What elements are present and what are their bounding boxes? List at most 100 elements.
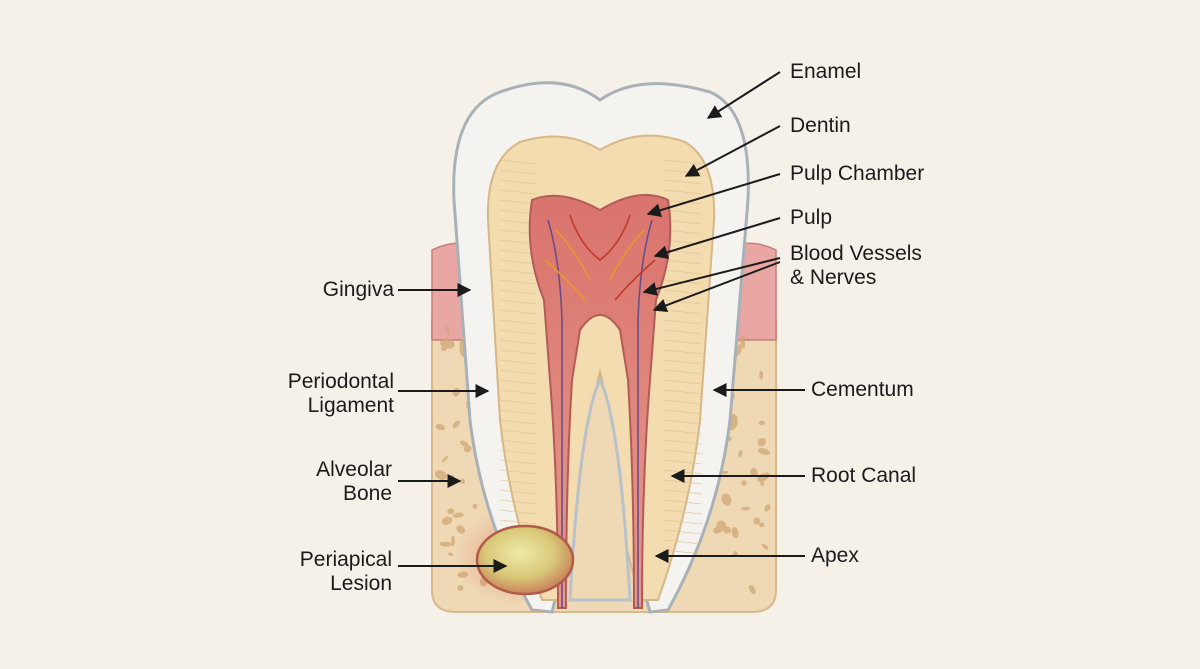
- bone-pore: [440, 345, 447, 352]
- periapical-lesion: [475, 524, 575, 596]
- dentin-tubule: [499, 419, 537, 425]
- dentin-tubule: [499, 369, 537, 375]
- label-blood-vessels-nerves: Blood Vessels & Nerves: [790, 242, 922, 290]
- dentin-tubule: [663, 399, 703, 405]
- dentin-tubule: [663, 269, 703, 275]
- dentin-tubule: [499, 409, 537, 415]
- inter-root-space: [568, 376, 632, 602]
- dentin-tubule: [499, 349, 537, 355]
- pulp-chamber: [528, 193, 672, 609]
- label-vessels-line1: Blood Vessels: [790, 242, 922, 265]
- dentin-tubule: [663, 429, 703, 435]
- dentin-tubule: [499, 319, 537, 325]
- dentin-tubule: [663, 439, 703, 445]
- label-pdl-line1: Periodontal: [287, 370, 394, 393]
- bone-pore: [759, 370, 764, 380]
- label-pulp-chamber: Pulp Chamber: [790, 162, 925, 185]
- bone-pore: [721, 493, 732, 506]
- bone-pore: [760, 481, 765, 486]
- dentin-tubule: [499, 399, 537, 405]
- bone-pore: [757, 438, 767, 447]
- label-lesion-line2: Lesion: [330, 572, 392, 595]
- dentin-tubule: [499, 479, 537, 485]
- dentin-tubule: [663, 459, 703, 465]
- label-alveolar-bone: Alveolar Bone: [316, 458, 392, 506]
- dentin-tubule: [499, 499, 537, 505]
- dentin-tubule: [499, 439, 537, 445]
- dentin-tubule: [499, 459, 537, 465]
- bone-pore: [753, 517, 761, 525]
- dentin-tubule: [663, 509, 703, 515]
- dentin-tubule: [499, 449, 537, 455]
- bone-pore: [758, 420, 766, 426]
- dentin-tubule: [663, 519, 703, 525]
- dentin-tubule: [499, 159, 537, 165]
- label-apex: Apex: [811, 544, 859, 567]
- label-lesion-line1: Periapical: [299, 548, 392, 571]
- dentin-tubule: [663, 189, 703, 195]
- dentin-tubule: [663, 449, 703, 455]
- dentin-tubule: [663, 379, 703, 385]
- dentin-tubule: [499, 259, 537, 265]
- dentin-tubule: [499, 189, 537, 195]
- dentin-tubule: [663, 349, 703, 355]
- dentin-tubule: [663, 319, 703, 325]
- dentin-tubule: [663, 159, 703, 165]
- bone-pore: [452, 512, 464, 518]
- bone-pore: [435, 423, 446, 431]
- bone-pore: [472, 503, 478, 509]
- dentin-tubule: [499, 389, 537, 395]
- dentin-tubule: [663, 179, 703, 185]
- bone-pore: [447, 508, 455, 515]
- bone-pore: [764, 504, 771, 512]
- dentin-tubule: [499, 509, 537, 515]
- bone-pore: [757, 448, 771, 455]
- label-periapical-lesion: Periapical Lesion: [300, 548, 392, 596]
- dentin-tubule: [663, 369, 703, 375]
- dentin-tubule: [663, 199, 703, 205]
- dentin-tubule: [499, 279, 537, 285]
- bone-pore: [750, 467, 758, 477]
- bone-pore: [761, 543, 769, 550]
- bone-pore: [447, 552, 454, 556]
- dentin-tubule: [663, 309, 703, 315]
- label-periodontal-ligament: Periodontal Ligament: [288, 370, 394, 418]
- bone-pore: [721, 470, 729, 475]
- dentin-tubule: [499, 179, 537, 185]
- label-root-canal: Root Canal: [811, 464, 917, 487]
- dentin-tubule: [499, 519, 537, 525]
- label-vessels-line2: & Nerves: [790, 266, 877, 289]
- label-gingiva: Gingiva: [322, 278, 394, 301]
- dentin-tubule: [499, 339, 537, 345]
- dentin-tubule: [499, 489, 537, 495]
- bone-pore: [741, 506, 751, 511]
- dentin-tubule: [499, 289, 537, 295]
- label-alveolar-line2: Bone: [342, 482, 392, 505]
- bone-pore: [435, 470, 447, 480]
- dentin-tubule: [663, 529, 703, 535]
- dentin-tubule: [499, 299, 537, 305]
- bone-pore: [441, 516, 453, 526]
- bone-pore: [441, 456, 449, 463]
- dentin-tubule: [499, 429, 537, 435]
- bone-pore: [731, 526, 739, 539]
- dentin-tubule: [499, 169, 537, 175]
- label-pulp: Pulp: [790, 206, 833, 229]
- bone-pore: [463, 445, 472, 453]
- dentin-tubule: [499, 379, 537, 385]
- bone-pore: [457, 585, 464, 591]
- dentin-tubule: [663, 329, 703, 335]
- dentin-tubule: [663, 359, 703, 365]
- dentin-tubule: [499, 269, 537, 275]
- bone-pore: [741, 339, 746, 349]
- dentin-tubule: [663, 489, 703, 495]
- label-alveolar-line1: Alveolar: [316, 458, 392, 481]
- dentin-tubule: [499, 469, 537, 475]
- dentin-tubule: [663, 499, 703, 505]
- dentin-tubule: [663, 539, 703, 545]
- dentin-tubule: [499, 359, 537, 365]
- dentin-tubule: [663, 409, 703, 415]
- bone-pore: [757, 472, 770, 482]
